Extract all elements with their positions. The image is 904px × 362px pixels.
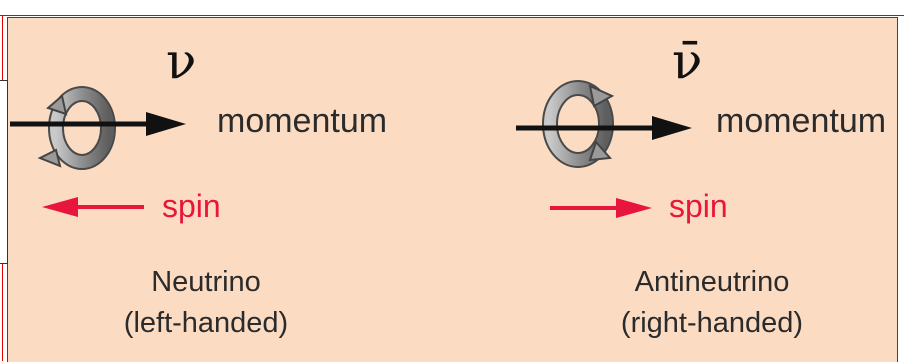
neutrino-handedness: (left-handed) — [46, 307, 366, 340]
neutrino-symbol: ν — [166, 32, 196, 90]
antineutrino-handedness: (right-handed) — [552, 307, 872, 340]
neutrino-spin-arrow — [42, 197, 144, 217]
antineutrino-momentum-label: momentum — [716, 102, 886, 141]
neutrino-name: Neutrino — [46, 266, 366, 299]
antineutrino-name: Antineutrino — [552, 266, 872, 299]
antineutrino-symbol: ν̄ — [672, 32, 702, 90]
antineutrino-spin-label: spin — [669, 188, 728, 225]
neutrino-spin-label: spin — [162, 188, 221, 225]
neutrino-rotation-icon — [40, 94, 108, 166]
neutrino-momentum-label: momentum — [217, 102, 387, 141]
antineutrino-spin-arrow — [550, 198, 652, 218]
antineutrino-rotation-icon — [550, 86, 612, 160]
